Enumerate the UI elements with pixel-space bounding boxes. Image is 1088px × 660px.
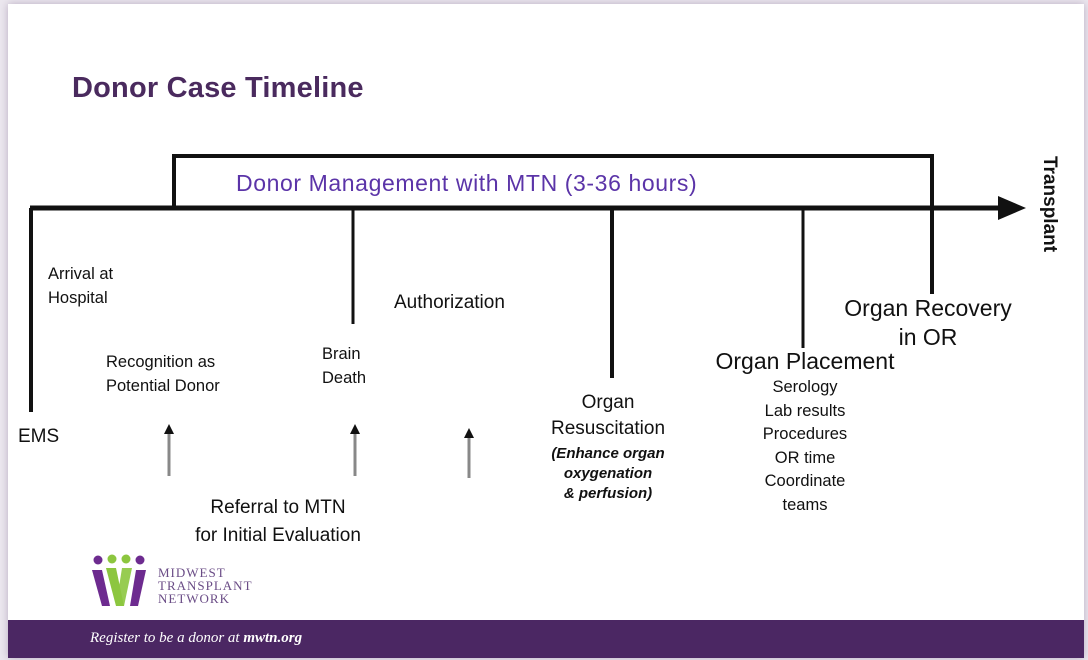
referral-line-2: for Initial Evaluation (195, 525, 361, 546)
placement-item: Coordinate (764, 472, 846, 490)
resuscitation-line-2: Resuscitation (550, 418, 666, 439)
resuscitation-note-line-3: & perfusion) (563, 485, 653, 502)
footer-message: Register to be a donor at (90, 630, 244, 646)
placement-item: teams (782, 495, 828, 514)
footer-bar: Register to be a donor at mwtn.org (8, 620, 1084, 658)
logo-wordmark: MIDWEST TRANSPLANT NETWORK (158, 566, 253, 605)
arrival-label: Arrival at Hospital (48, 262, 113, 310)
placement-item: Procedures (762, 425, 848, 443)
footer-text: Register to be a donor at mwtn.org (90, 630, 302, 647)
referral-arrow-2 (350, 424, 360, 476)
slide: Donor Case Timeline Donor Management wit… (8, 4, 1084, 658)
placement-item: Lab results (764, 401, 846, 420)
timeline-diagram (29, 154, 1026, 478)
brain-death-line-2: Death (322, 369, 367, 387)
recognition-label: Recognition as Potential Donor (106, 350, 220, 398)
recovery-label: Organ Recovery in OR (808, 294, 1048, 352)
recovery-line-2: in OR (898, 324, 958, 350)
recovery-line-1: Organ Recovery (844, 295, 1012, 321)
referral-label: Referral to MTN for Initial Evaluation (158, 494, 398, 550)
resuscitation-note-line-2: oxygenation (563, 465, 653, 482)
resuscitation-label: Organ Resuscitation (508, 390, 708, 442)
midwest-transplant-network-logo (92, 554, 146, 606)
logo-line-1: MIDWEST (158, 565, 226, 580)
page-title: Donor Case Timeline (72, 72, 364, 104)
transplant-label-text: Transplant (1039, 156, 1060, 253)
management-span-label: Donor Management with MTN (3-36 hours) (236, 170, 698, 196)
recognition-line-1: Recognition as (106, 353, 216, 371)
logo-line-2: TRANSPLANT (158, 578, 253, 593)
people-figures-icon (92, 554, 146, 606)
placement-item: OR time (774, 448, 836, 467)
footer-site-link[interactable]: mwtn.org (243, 630, 303, 646)
authorization-label: Authorization (394, 292, 505, 313)
timeline-arrowhead (998, 196, 1026, 220)
brain-death-label: Brain Death (322, 342, 366, 390)
transplant-label: Transplant (1026, 156, 1076, 266)
placement-item: Serology (772, 378, 838, 396)
resuscitation-note: (Enhance organ oxygenation & perfusion) (508, 444, 708, 504)
placement-title: Organ Placement (715, 348, 895, 374)
referral-arrow-3 (464, 428, 474, 478)
arrival-line-1: Arrival at (48, 265, 114, 283)
arrival-line-2: Hospital (48, 289, 108, 307)
resuscitation-line-1: Organ (581, 392, 635, 413)
ems-label: EMS (18, 426, 60, 447)
referral-arrow-1 (164, 424, 174, 476)
placement-items: Serology Lab results Procedures OR time … (708, 376, 902, 517)
recognition-line-2: Potential Donor (106, 377, 220, 395)
management-bracket (172, 154, 934, 294)
referral-line-1: Referral to MTN (210, 497, 346, 518)
brain-death-line-1: Brain (322, 345, 361, 363)
resuscitation-note-line-1: (Enhance organ (551, 445, 665, 462)
logo-line-3: NETWORK (158, 591, 230, 606)
